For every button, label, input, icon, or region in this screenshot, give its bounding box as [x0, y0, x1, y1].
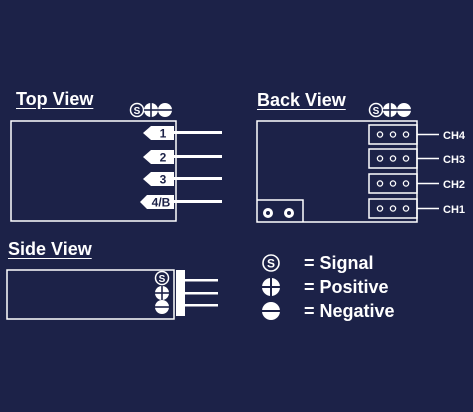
pin-label: 1	[160, 127, 167, 141]
channel-ch4: CH4	[368, 124, 466, 145]
side-view-pin-signal	[185, 279, 218, 282]
channel-ch2: CH2	[368, 173, 465, 194]
signal-icon: S	[129, 102, 145, 118]
top-view-pin-4b: 4/B	[140, 195, 222, 210]
pin-label: 3	[160, 173, 167, 187]
positive-icon	[382, 102, 398, 118]
back-view-title: Back View	[257, 90, 346, 110]
side-view-pin-negative	[185, 304, 218, 307]
positive-icon	[262, 278, 280, 296]
side-view-pin-positive	[185, 292, 218, 295]
side-view-body	[6, 269, 175, 320]
pin-label: 4/B	[152, 196, 171, 210]
positive-icon	[154, 285, 170, 301]
signal-icon: S	[368, 102, 384, 118]
channel-ch3: CH3	[368, 148, 465, 169]
channel-label: CH3	[443, 154, 465, 166]
channel-label: CH4	[443, 130, 466, 142]
legend-negative-label: = Negative	[304, 301, 395, 321]
negative-icon	[154, 299, 170, 315]
top-view-header-icons: S	[129, 102, 173, 118]
side-view-connector	[176, 270, 185, 316]
legend-signal-label: = Signal	[304, 253, 374, 273]
signal-icon: S	[262, 254, 280, 272]
legend-positive-label: = Positive	[304, 277, 389, 297]
top-view-pin-3: 3	[143, 172, 222, 187]
bind-port	[263, 208, 294, 218]
legend-icons: S	[262, 254, 280, 320]
negative-icon	[262, 302, 280, 320]
top-view-pin-2: 2	[143, 150, 222, 165]
pin-label: 2	[160, 151, 167, 165]
channel-label: CH1	[443, 204, 465, 216]
negative-icon	[396, 102, 412, 118]
positive-icon	[143, 102, 159, 118]
back-view-body	[256, 120, 418, 223]
channel-ch1: CH1	[368, 198, 465, 219]
side-view-title: Side View	[8, 239, 92, 259]
signal-icon: S	[154, 270, 170, 286]
svg-text:S: S	[373, 106, 380, 117]
channel-label: CH2	[443, 179, 465, 191]
side-view-group: S	[6, 269, 218, 320]
back-view-group: S CH4	[256, 102, 466, 223]
svg-text:S: S	[159, 274, 166, 285]
top-view-pin-1: 1	[143, 126, 222, 141]
svg-text:S: S	[134, 106, 141, 117]
top-view-body	[10, 120, 177, 222]
svg-text:S: S	[267, 257, 275, 271]
top-view-title: Top View	[16, 89, 94, 109]
negative-icon	[157, 102, 173, 118]
side-view-icons: S	[154, 270, 170, 315]
top-view-group: S 1 2 3	[10, 102, 222, 222]
back-view-header-icons: S	[368, 102, 412, 118]
bind-port-outline	[257, 199, 304, 222]
